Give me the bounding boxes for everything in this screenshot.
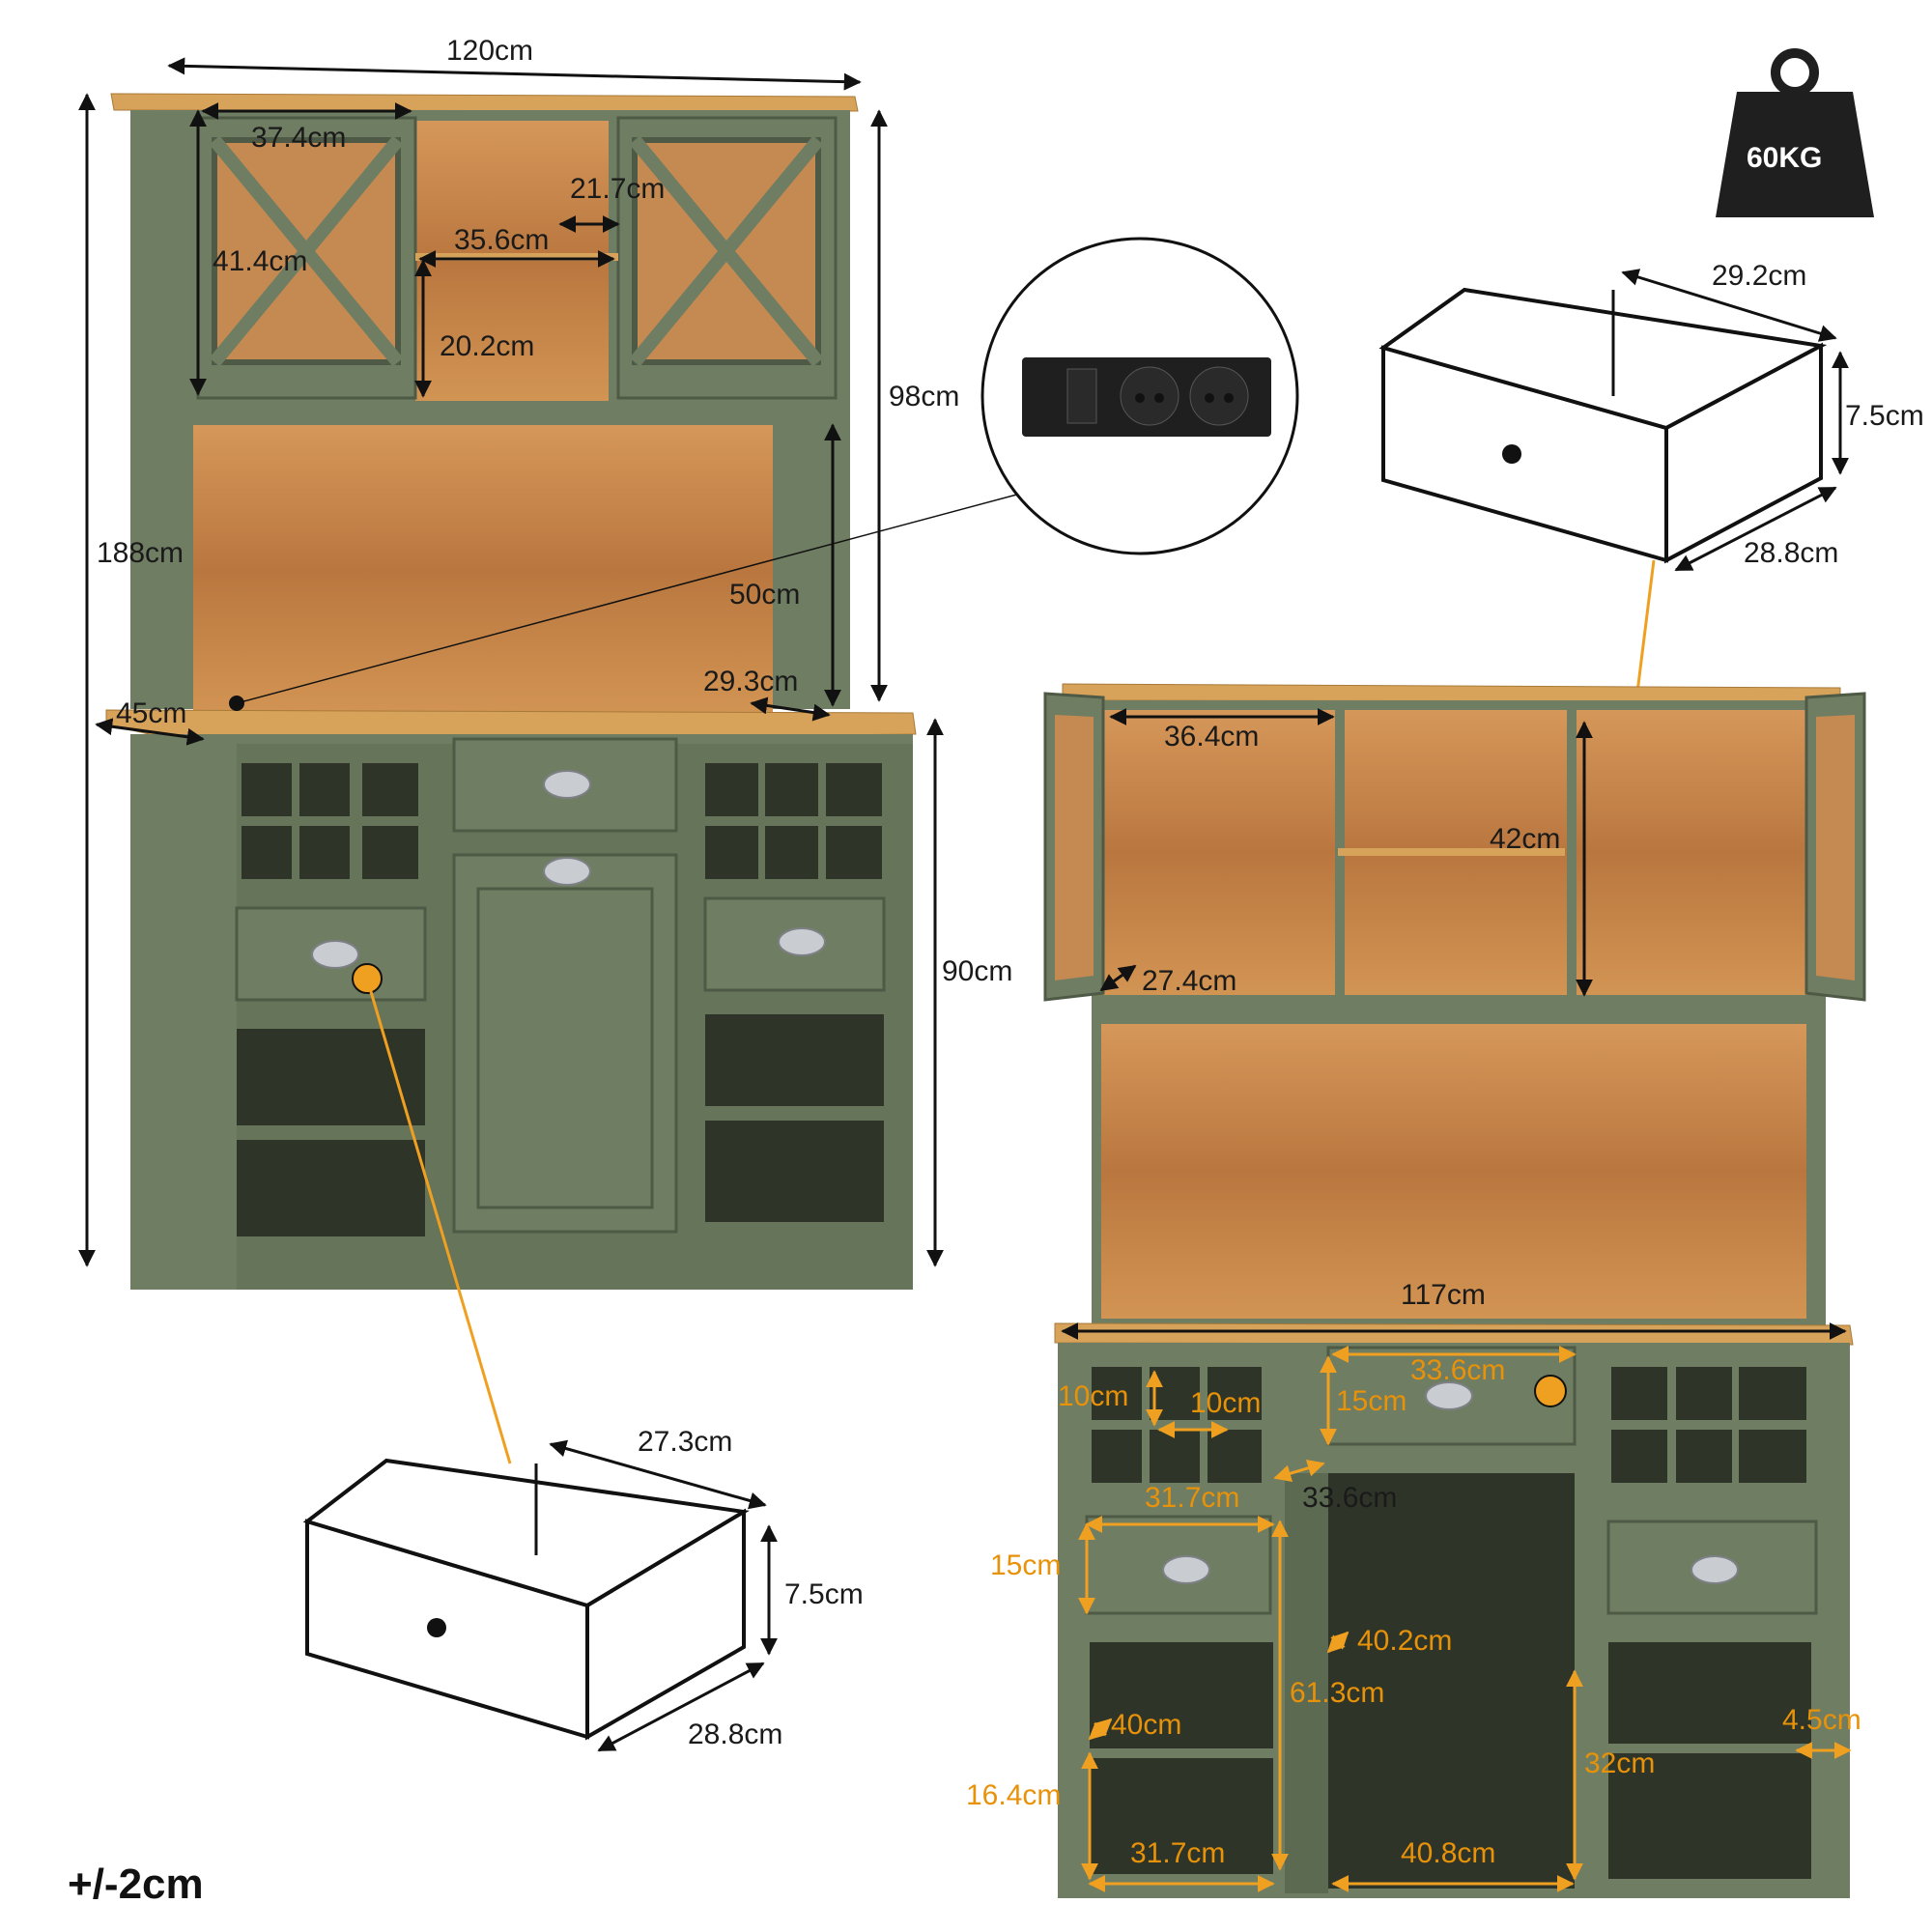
drawer-left-depth-label: 28.8cm <box>688 1719 782 1750</box>
center-width-label: 40.8cm <box>1401 1837 1495 1869</box>
side-gap-label: 4.5cm <box>1782 1704 1861 1736</box>
shelf-depth-label: 40.2cm <box>1357 1625 1452 1657</box>
base-height-label: 90cm <box>942 955 1012 987</box>
side-width-label: 31.7cm <box>1145 1482 1239 1514</box>
shelf-width-label: 35.6cm <box>454 224 549 256</box>
bottom-cube-label: 16.4cm <box>966 1779 1061 1811</box>
socket-callout <box>980 237 1299 555</box>
upper-height-label: 98cm <box>889 381 959 412</box>
width-label: 120cm <box>446 35 533 67</box>
left-dimension-lines <box>78 57 944 1267</box>
drawer-left-diagram <box>302 1458 750 1741</box>
drawer-right-height-label: 7.5cm <box>1845 400 1924 432</box>
drawer-left-width-label: 27.3cm <box>638 1426 732 1458</box>
center-height-label: 32cm <box>1584 1747 1655 1779</box>
side-depth-label: 40cm <box>1111 1709 1181 1741</box>
drawer-right-depth-label: 28.8cm <box>1744 537 1838 569</box>
door-depth-label: 33.6cm <box>1302 1482 1397 1514</box>
left-drawer-height-label: 15cm <box>990 1549 1061 1581</box>
inner-width-label: 36.4cm <box>1164 721 1259 753</box>
counter-width-label: 117cm <box>1401 1279 1486 1311</box>
depth-label: 45cm <box>116 697 186 729</box>
weight-label: 60KG <box>1747 142 1822 174</box>
drawer-right-diagram <box>1378 287 1828 564</box>
inner-depth-label: 27.4cm <box>1142 965 1236 997</box>
tolerance-label: +/-2cm <box>68 1861 204 1908</box>
open-height-label: 50cm <box>729 579 800 611</box>
right-orange-lines <box>1078 1346 1852 1892</box>
right-dimension-lines <box>1061 708 1847 1340</box>
drawer-height-label: 15cm <box>1336 1385 1406 1417</box>
shelf-gap-label: 21.7cm <box>570 173 665 205</box>
door-width-label: 37.4cm <box>251 122 346 154</box>
inner-height-label: 42cm <box>1490 823 1560 855</box>
right-cabinet <box>1043 683 1866 1898</box>
cube-height-label: 10cm <box>1058 1380 1128 1412</box>
left-cabinet <box>105 93 1025 1464</box>
drawer-left-height-label: 7.5cm <box>784 1578 864 1610</box>
shelf-height-label: 20.2cm <box>440 330 534 362</box>
depth-top-label: 29.3cm <box>703 666 798 697</box>
door-height-label: 61.3cm <box>1290 1677 1384 1709</box>
cube-width-label: 10cm <box>1190 1387 1261 1419</box>
bottom-width-label: 31.7cm <box>1130 1837 1225 1869</box>
drawer-width-label: 33.6cm <box>1410 1354 1505 1386</box>
drawer-right-width-label: 29.2cm <box>1712 260 1806 292</box>
weight-icon <box>1716 48 1874 217</box>
door-height-label: 41.4cm <box>213 245 307 277</box>
total-height-label: 188cm <box>97 537 184 569</box>
